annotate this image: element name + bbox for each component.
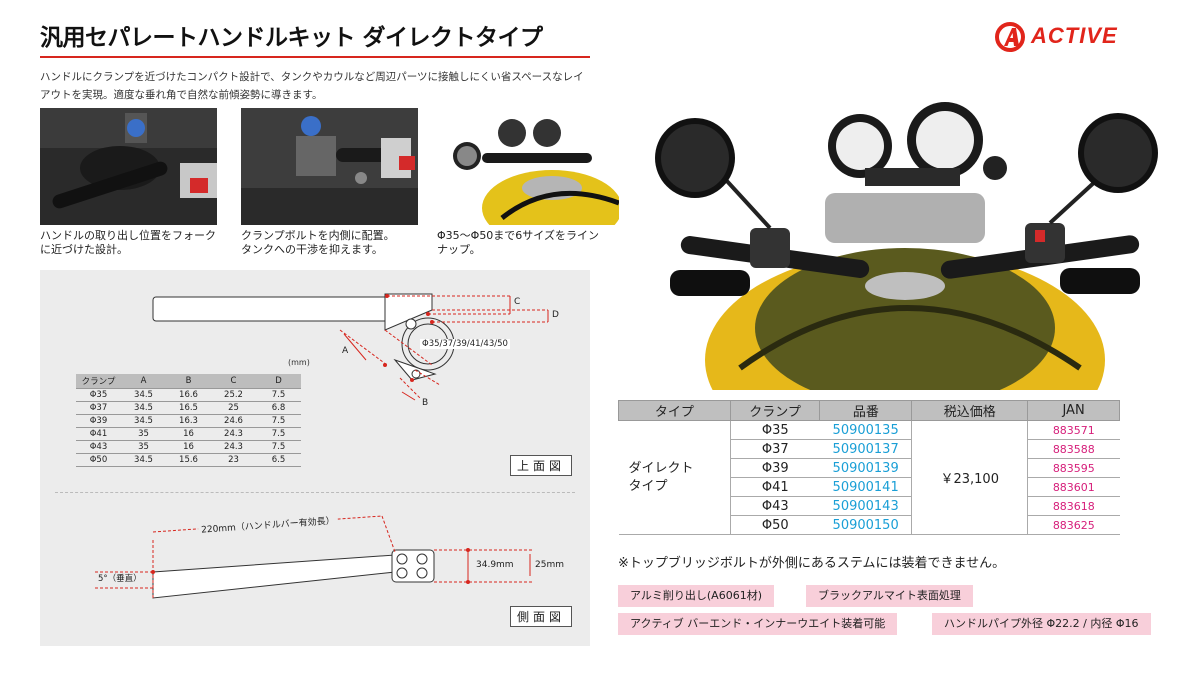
- feature-photo-fork: [40, 108, 217, 225]
- compatibility-note: ※トップブリッジボルトが外側にあるステムには装着できません。: [618, 556, 1006, 571]
- table-row: Φ43 50900143 883618: [619, 496, 1120, 516]
- spec-table: タイプ クランプ 品番 税込価格 JAN ダイレクト タイプ Φ35 50900…: [618, 400, 1120, 535]
- height-label-1: 34.9mm: [476, 560, 514, 570]
- height-label-2: 25mm: [535, 560, 564, 570]
- dimension-drawing: [95, 293, 549, 600]
- dim-b-label: B: [422, 398, 429, 408]
- intro-text: ハンドルにクランプを近づけたコンパクト設計で、タンクやカウルなど周辺パーツに接触…: [40, 68, 620, 104]
- page-title: 汎用セパレートハンドルキット ダイレクトタイプ: [40, 25, 543, 51]
- type-cell: ダイレクト タイプ: [618, 420, 731, 535]
- table-row: Φ50 50900150 883625: [619, 515, 1120, 535]
- table-row: ダイレクト タイプ Φ35 50900135 ￥23,100 883571: [618, 420, 1120, 535]
- brand-name: ACTIVE: [1031, 23, 1118, 48]
- title-underline: [40, 56, 590, 58]
- feature-caption-3: Φ35～Φ50まで6サイズをライン ナップ。: [437, 229, 599, 256]
- dim-c-label: C: [514, 297, 521, 307]
- intro-line-2: アウトを実現。適度な垂れ角で自然な前傾姿勢に導きます。: [40, 89, 323, 101]
- hero-motorcycle-photo: [640, 98, 1170, 390]
- angle-label: 5°（垂直）: [98, 574, 142, 584]
- price-cell: ￥23,100: [911, 420, 1029, 535]
- feature-badge-barend: アクティブ バーエンド・インナーウエイト装着可能: [618, 613, 898, 635]
- feature-photo-bike: [442, 108, 619, 225]
- dimension-table-header: クランプ A B C D: [76, 374, 301, 389]
- feature-badge-pipe: ハンドルパイプ外径 Φ22.2 / 内径 Φ16: [932, 613, 1151, 635]
- table-row: Φ39 50900139 883595: [619, 458, 1120, 478]
- dim-d-label: D: [552, 310, 559, 320]
- feature-photo-bolt: [241, 108, 418, 225]
- spec-table-header: タイプ クランプ 品番 税込価格 JAN: [618, 400, 1120, 421]
- table-row: Φ37 50900137 883588: [619, 439, 1120, 459]
- brand-logo: ACTIVE: [995, 22, 1175, 52]
- active-logo-icon: [995, 22, 1025, 52]
- side-view-label: 側面図: [510, 606, 573, 627]
- feature-caption-1: ハンドルの取り出し位置をフォーク に近づけた設計。: [40, 229, 216, 256]
- feature-badge-material: アルミ削り出し(A6061材): [618, 585, 774, 607]
- table-row: Φ41 50900141 883601: [619, 477, 1120, 497]
- intro-line-1: ハンドルにクランプを近づけたコンパクト設計で、タンクやカウルなど周辺パーツに接触…: [40, 71, 584, 83]
- clamp-size-label: Φ35/37/39/41/43/50: [420, 339, 510, 349]
- dim-a-label: A: [342, 346, 349, 356]
- dimension-diagram-panel: C D A B Φ35/37/39/41/43/50 (mm) クランプ A B…: [40, 270, 590, 646]
- top-view-label: 上面図: [510, 455, 573, 476]
- view-divider: [55, 492, 575, 493]
- feature-badge-finish: ブラックアルマイト表面処理: [806, 585, 973, 607]
- table-unit: (mm): [288, 358, 310, 367]
- feature-caption-2: クランプボルトを内側に配置。 タンクへの干渉を抑えます。: [241, 229, 395, 256]
